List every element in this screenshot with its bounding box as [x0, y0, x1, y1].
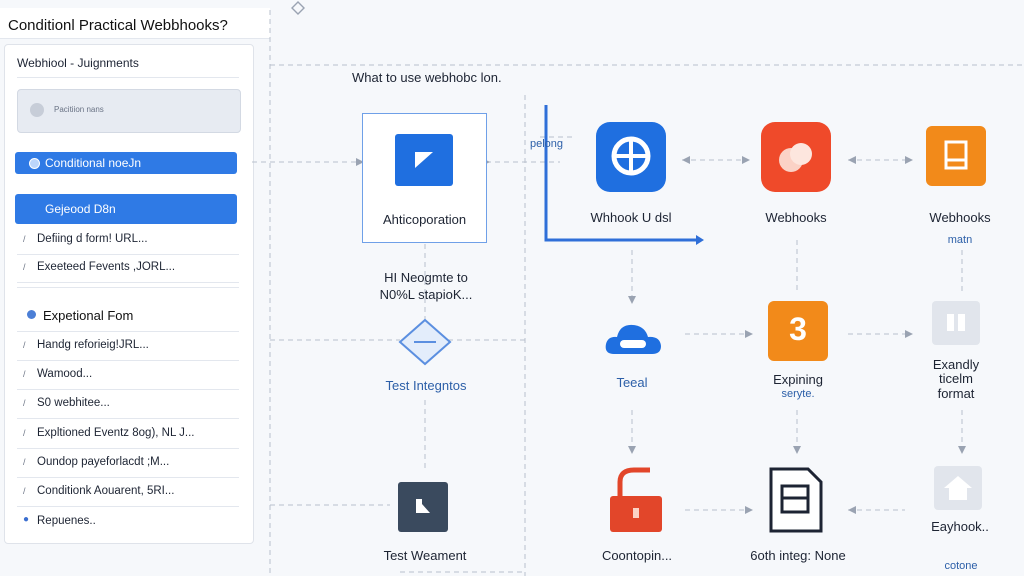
- sidebar-panel: Webhiool - Juignments Pacitiion nans Con…: [4, 44, 254, 544]
- top-caption: What to use webhobc lon.: [352, 70, 502, 85]
- teeal-label: Teeal: [616, 375, 648, 390]
- radio-icon: [29, 158, 40, 169]
- pelong-label: pelong: [530, 138, 564, 150]
- divider: [17, 287, 239, 288]
- search-input[interactable]: Pacitiion nans: [17, 89, 241, 133]
- file-doc-icon[interactable]: [768, 466, 824, 534]
- tick-icon: /: [23, 398, 26, 408]
- test-document-icon[interactable]: [398, 482, 448, 532]
- cloud-icon[interactable]: [602, 318, 664, 358]
- test-weamment-label: Test Weament: [383, 548, 467, 563]
- list-item-label: Wamood...: [37, 368, 93, 380]
- tick-icon: /: [23, 234, 26, 244]
- mid-note-line2: N0%L stapioK...: [379, 287, 473, 302]
- webhooks-label-2: Webhooks: [929, 210, 991, 225]
- conditional-button[interactable]: Conditional noeJn: [15, 152, 237, 174]
- list-item-label: Conditionk Aouarent, 5RI...: [37, 485, 175, 497]
- webhooks-tile-1[interactable]: [761, 122, 831, 192]
- matn-label: matn: [947, 234, 973, 246]
- window-title: Conditionl Practical Webbhooks?: [8, 17, 228, 34]
- authorization-label: Ahticoporation: [382, 212, 467, 227]
- divider: [17, 77, 239, 78]
- cotone-label: cotone: [944, 560, 978, 572]
- list-item[interactable]: / Oundop payeforlacdt ;M...: [17, 450, 239, 478]
- dot-icon: ●: [23, 514, 30, 525]
- expining-line1: Expining: [773, 372, 823, 387]
- diamond-decision-icon: [398, 318, 452, 366]
- exanly-line1: Exandly: [932, 357, 980, 372]
- search-icon: [30, 103, 44, 117]
- search-placeholder: Pacitiion nans: [54, 105, 104, 114]
- tick-icon: /: [23, 457, 26, 467]
- exanly-line3: format: [937, 386, 975, 401]
- expining-line2: seryte.: [781, 388, 815, 400]
- sidebar-heading: Webhiool - Juignments: [17, 56, 139, 70]
- test-integrations-label: Test Integntos: [385, 378, 467, 393]
- conditional-button-label: Conditional noeJn: [45, 156, 142, 170]
- exanly-line2: ticelm: [939, 371, 973, 386]
- webhooks-label-1: Webhooks: [765, 210, 827, 225]
- tick-icon: /: [23, 486, 26, 496]
- list-item-label: Oundop payeforlacdt ;M...: [37, 456, 170, 468]
- selected-button-label: Gejeood D8n: [45, 202, 116, 216]
- list-item-label: Expltioned Eventz 8og), NL J...: [37, 427, 195, 439]
- lock-icon[interactable]: [606, 464, 666, 536]
- webhook-url-label: Whhook U dsl: [590, 210, 672, 225]
- section-icon: [27, 310, 36, 319]
- list-item[interactable]: / Handg reforieig!JRL...: [17, 333, 239, 361]
- list-item-label: Exeeteed Fevents ,JORL...: [37, 261, 176, 273]
- window-title-bar: Conditionl Practical Webbhooks?: [0, 8, 270, 39]
- webhooks-tile-2[interactable]: [926, 126, 986, 186]
- eayhook-label: Eayhook..: [931, 519, 989, 534]
- list-item[interactable]: ● Repuenes..: [17, 509, 239, 536]
- selected-button[interactable]: Gejeood D8n: [15, 194, 237, 224]
- list-item-label: Handg reforieig!JRL...: [37, 339, 149, 351]
- document-stack-icon[interactable]: [932, 301, 980, 345]
- tick-icon: /: [23, 369, 26, 379]
- list-item[interactable]: / Conditionk Aouarent, 5RI...: [17, 479, 239, 507]
- tick-icon: /: [23, 340, 26, 350]
- list-item-label: Defiing d form! URL...: [37, 233, 148, 245]
- list-item[interactable]: / Defiing d form! URL...: [17, 227, 239, 255]
- list-item[interactable]: / Exeeteed Fevents ,JORL...: [17, 255, 239, 283]
- section-header[interactable]: Expetional Fom: [17, 301, 239, 332]
- list-item[interactable]: / Wamood...: [17, 362, 239, 390]
- badge-number: 3: [789, 311, 807, 347]
- section-title: Expetional Fom: [43, 308, 134, 323]
- webhook-url-tile[interactable]: [596, 122, 666, 192]
- list-item-label: Repuenes..: [37, 515, 96, 527]
- list-item-label: S0 webhitee...: [37, 397, 110, 409]
- badge-tile[interactable]: 3: [768, 301, 828, 361]
- home-doc-icon[interactable]: [934, 466, 982, 510]
- tick-icon: /: [23, 262, 26, 272]
- integ-none-label: 6oth integ: None: [750, 548, 846, 563]
- list-item[interactable]: / S0 webhitee...: [17, 391, 239, 419]
- list-item[interactable]: / Expltioned Eventz 8og), NL J...: [17, 421, 239, 449]
- authorization-node[interactable]: Ahticoporation: [362, 113, 487, 243]
- mid-note-line1: HI Neogmte to: [384, 270, 468, 285]
- tick-icon: /: [23, 428, 26, 438]
- contopin-label: Coontopin...: [601, 548, 673, 563]
- authorization-icon: [395, 134, 453, 186]
